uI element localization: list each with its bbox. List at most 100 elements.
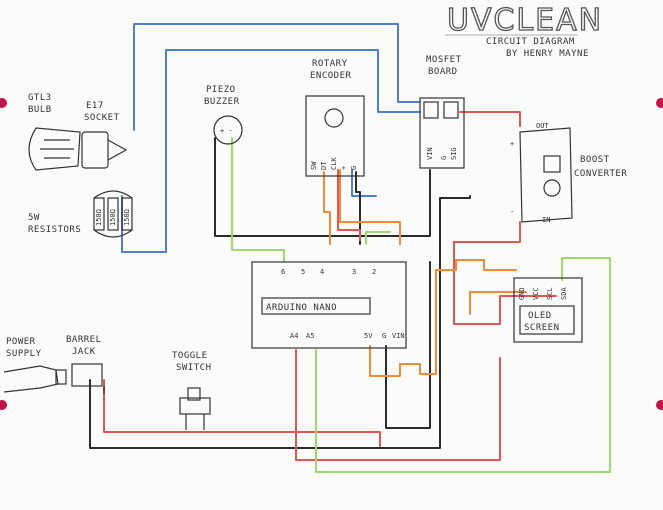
red-wire (295, 349, 501, 461)
barrel-label-line1: BARREL (66, 335, 102, 345)
mosfet-pin: G (440, 156, 448, 160)
oled-pin: VCC (532, 287, 540, 300)
oled-label-line1: OLED (528, 311, 552, 321)
switch-lever (187, 387, 201, 401)
boost-label-line1: BOOST (580, 155, 610, 165)
boost-out-label: OUT (536, 122, 549, 130)
encoder-board (305, 95, 365, 177)
resistors-label-line2: RESISTORS (28, 225, 81, 235)
nano-bottom-pin: G (382, 332, 386, 340)
black-wire (89, 261, 441, 449)
orange-wire (339, 169, 401, 245)
boost-chip (543, 155, 561, 173)
red-wire (337, 169, 361, 241)
switch-body (179, 397, 211, 415)
red-wire (459, 111, 521, 127)
e17-label-line1: E17 (86, 101, 104, 111)
resistor-leads (93, 190, 133, 238)
buzzer-body (213, 115, 243, 145)
toggle-switch: TOGGLE SWITCH (172, 351, 211, 430)
resistors-label-line1: 5W (28, 213, 40, 223)
mosfet-label-line1: MOSFET (426, 55, 462, 65)
power-supply: POWER SUPPLY (3, 337, 67, 393)
orange-wire (369, 259, 517, 377)
red-wire (103, 379, 381, 447)
resistor (93, 197, 105, 231)
resistor (121, 197, 133, 231)
nano-bottom-pin: A5 (306, 332, 314, 340)
mosfet-pin: SIG (450, 147, 458, 160)
mosfet-body (419, 97, 465, 169)
resistor-bank: 150Ω 150Ω 150Ω 5W RESISTORS (28, 190, 133, 238)
green-wire (315, 257, 611, 473)
nano-bottom-pin: VIN (392, 332, 405, 340)
encoder-pin: CLK (330, 157, 338, 170)
gtl3-bulb: GTL3 BULB (28, 93, 81, 171)
nano-top-pin: 2 (372, 268, 376, 276)
boost-minus: - (510, 208, 514, 216)
oled-board (513, 277, 583, 343)
piezo-label-line2: BUZZER (204, 97, 240, 107)
socket-leads (107, 139, 128, 161)
power-plug (3, 365, 59, 393)
black-wire (385, 261, 431, 429)
resistor-value: 150Ω (109, 209, 117, 226)
piezo-label-line1: PIEZO (206, 85, 236, 95)
blue-wire (133, 23, 421, 131)
nano-bottom-pin: 5V (364, 332, 373, 340)
oled-pin: SDA (560, 287, 568, 300)
binder-hole (0, 400, 7, 410)
gtl3-label-line1: GTL3 (28, 93, 52, 103)
green-wire (365, 231, 391, 245)
nano-top-pin: 6 (281, 268, 285, 276)
black-wire (439, 195, 471, 263)
nano-bottom-pin: A4 (290, 332, 298, 340)
orange-wire (469, 291, 527, 315)
mosfet-label-line2: BOARD (428, 67, 458, 77)
mosfet-pin: VIN (426, 147, 434, 160)
black-wire (214, 137, 431, 237)
encoder-pin: DT (320, 161, 328, 170)
resistor-value: 150Ω (123, 209, 131, 226)
mosfet-terminal (443, 101, 459, 119)
boost-plus: + (510, 140, 514, 148)
nano-label: ARDUINO NANO (266, 303, 337, 313)
gtl3-label-line2: BULB (28, 105, 52, 115)
mosfet-terminal (423, 101, 439, 119)
subtitle-line1: CIRCUIT DIAGRAM (486, 37, 575, 47)
barrel-label-line2: JACK (72, 347, 96, 357)
oled-pin: GND (518, 287, 526, 300)
subtitle-line2: BY HENRY MAYNE (506, 49, 589, 59)
barrel-jack-body (71, 363, 103, 387)
orange-wire (323, 171, 331, 245)
nano-top-pin: 3 (352, 268, 356, 276)
oled-pin: SCL (546, 287, 554, 300)
e17-label-line2: SOCKET (84, 113, 120, 123)
encoder-knob (324, 108, 344, 128)
arduino-nano: ARDUINO NANO 6 5 4 3 2 A4 A5 5V G VIN (251, 261, 407, 349)
blue-wires (121, 23, 421, 253)
red-wire (453, 221, 521, 243)
green-wires (231, 137, 611, 473)
power-label-line2: SUPPLY (6, 349, 42, 359)
diagram-title: UVCLEAN (447, 3, 603, 38)
red-wires (103, 111, 557, 461)
blue-wire (121, 49, 421, 253)
socket-body (81, 131, 109, 169)
nano-label-box (261, 297, 371, 315)
binder-hole (656, 400, 663, 410)
nano-top-pin: 4 (320, 268, 324, 276)
barrel-jack: BARREL JACK (66, 335, 105, 394)
power-plug-tip (55, 369, 67, 385)
piezo-buzzer: + - PIEZO BUZZER (204, 85, 243, 145)
blue-wire (351, 169, 377, 197)
resistor-value: 150Ω (95, 209, 103, 226)
oled-label-line2: SCREEN (524, 323, 560, 333)
oled-screen: GND VCC SCL SDA OLED SCREEN (513, 277, 583, 343)
binder-hole (0, 98, 7, 108)
red-wire (453, 241, 557, 325)
oled-display (519, 305, 575, 335)
power-label-line1: POWER (6, 337, 36, 347)
